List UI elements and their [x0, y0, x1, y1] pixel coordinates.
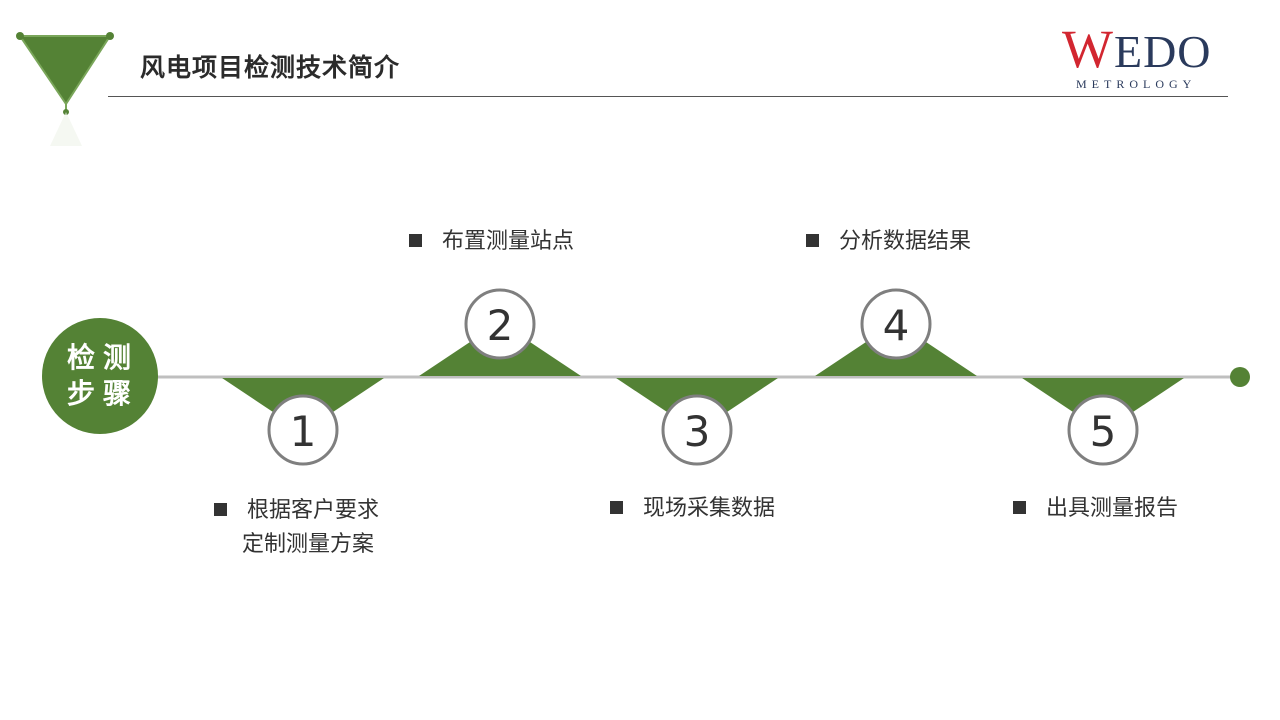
- header-divider: [108, 96, 1228, 97]
- bullet-square-icon: [214, 503, 227, 516]
- logo-wordmark: WEDO: [1062, 19, 1212, 79]
- timeline-end-dot: [1230, 367, 1250, 387]
- step-3-marker: 3: [661, 394, 733, 466]
- step-5-marker: 5: [1067, 394, 1139, 466]
- step-4-label: 分析数据结果: [806, 225, 971, 259]
- step-3-label: 现场采集数据: [610, 492, 775, 526]
- step-4-number: 4: [883, 301, 910, 350]
- step-4-marker: 4: [860, 288, 932, 360]
- step-2-marker: 2: [464, 288, 536, 360]
- step-2-label: 布置测量站点: [409, 225, 574, 259]
- page-title: 风电项目检测技术简介: [140, 53, 401, 82]
- step-5-label: 出具测量报告: [1013, 492, 1178, 526]
- logo-subtitle: METROLOGY: [1076, 77, 1197, 91]
- wedo-logo: WEDO METROLOGY: [1062, 19, 1222, 92]
- bullet-square-icon: [610, 501, 623, 514]
- bullet-square-icon: [806, 234, 819, 247]
- badge-line-2: 步骤: [66, 377, 139, 410]
- step-5-number: 5: [1090, 407, 1117, 456]
- step-2-number: 2: [487, 301, 514, 350]
- step-1-number: 1: [290, 407, 317, 456]
- step-1-label: 根据客户要求 定制测量方案: [214, 494, 379, 562]
- bullet-square-icon: [409, 234, 422, 247]
- badge-line-1: 检测: [66, 341, 139, 374]
- bullet-square-icon: [1013, 501, 1026, 514]
- step-1-marker: 1: [267, 394, 339, 466]
- step-3-number: 3: [684, 407, 711, 456]
- steps-badge: 检测 步骤: [42, 318, 158, 434]
- triangle-emblem-icon: [16, 32, 114, 146]
